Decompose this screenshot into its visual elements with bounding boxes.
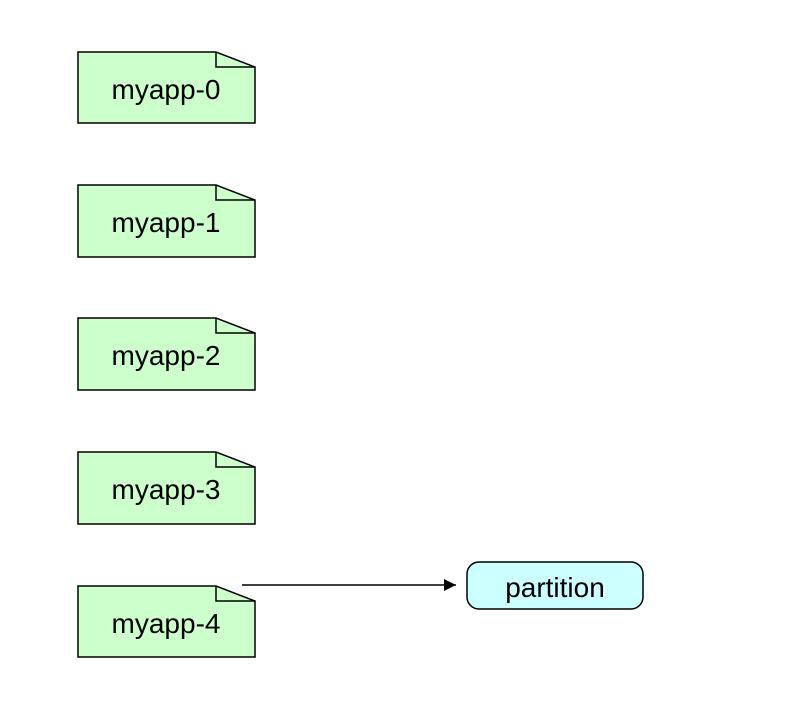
note-fold xyxy=(215,452,255,468)
note-fold xyxy=(215,586,255,602)
node-label-myapp-1: myapp-1 xyxy=(112,207,221,238)
node-label-partition: partition xyxy=(505,572,605,603)
note-shape xyxy=(77,317,256,391)
node-myapp-2: myapp-2 xyxy=(77,317,256,391)
note-shape xyxy=(77,51,256,124)
node-label-myapp-4: myapp-4 xyxy=(112,608,221,639)
node-myapp-1: myapp-1 xyxy=(77,184,256,258)
note-fold xyxy=(215,318,255,334)
note-shape xyxy=(77,451,256,525)
rounded-rect-shape xyxy=(466,561,644,610)
node-label-myapp-2: myapp-2 xyxy=(112,340,221,371)
node-myapp-4: myapp-4 xyxy=(77,585,256,658)
node-label-myapp-0: myapp-0 xyxy=(112,74,221,105)
note-fold xyxy=(215,52,255,68)
note-shape xyxy=(77,184,256,258)
node-myapp-3: myapp-3 xyxy=(77,451,256,525)
node-label-myapp-3: myapp-3 xyxy=(112,474,221,505)
note-shape xyxy=(77,585,256,658)
node-myapp-0: myapp-0 xyxy=(77,51,256,124)
node-partition: partition xyxy=(466,561,644,610)
note-fold xyxy=(215,185,255,201)
